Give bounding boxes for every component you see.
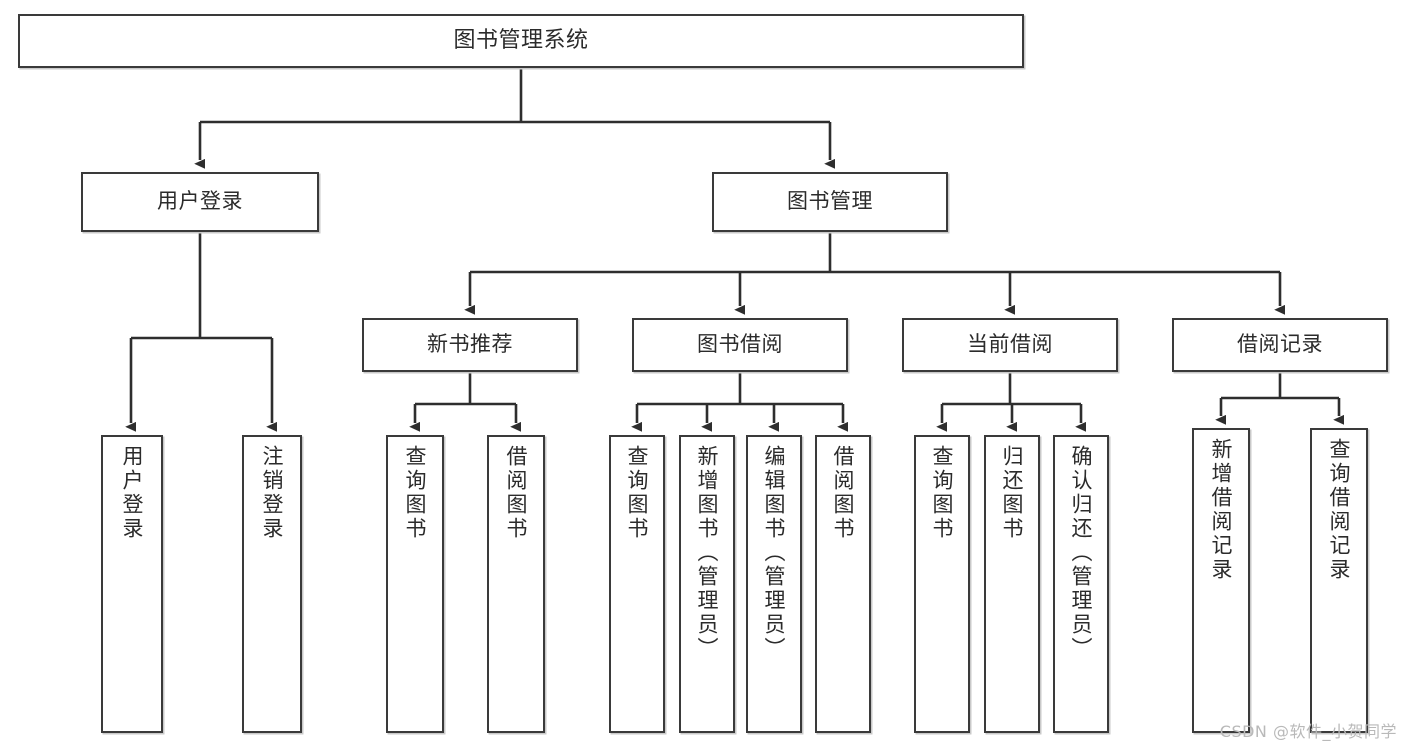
node-borrow-book-2[interactable]: 借阅图书 [815, 435, 871, 733]
node-query-book-2-label: 查询图书 [625, 445, 650, 541]
node-new-book-recommend[interactable]: 新书推荐 [362, 318, 578, 372]
node-current-borrow[interactable]: 当前借阅 [902, 318, 1118, 372]
node-user-logout-label: 注销登录 [260, 445, 285, 541]
node-root[interactable]: 图书管理系统 [18, 14, 1024, 68]
node-book-management-label: 图书管理 [787, 189, 873, 214]
node-confirm-return-admin[interactable]: 确认归还（管理员） [1053, 435, 1109, 733]
node-user-login-do-label: 用户登录 [120, 445, 145, 541]
node-query-borrow-record[interactable]: 查询借阅记录 [1310, 428, 1368, 733]
node-add-borrow-record[interactable]: 新增借阅记录 [1192, 428, 1250, 733]
node-borrow-book-1[interactable]: 借阅图书 [487, 435, 545, 733]
node-edit-book-admin-label: 编辑图书（管理员） [762, 445, 787, 661]
node-confirm-return-admin-label: 确认归还（管理员） [1069, 445, 1094, 661]
node-borrow-records-label: 借阅记录 [1237, 332, 1323, 357]
node-return-book-label: 归还图书 [1000, 445, 1025, 541]
node-user-logout[interactable]: 注销登录 [242, 435, 302, 733]
node-query-book-3-label: 查询图书 [930, 445, 955, 541]
node-edit-book-admin[interactable]: 编辑图书（管理员） [746, 435, 802, 733]
node-user-login-do[interactable]: 用户登录 [101, 435, 163, 733]
node-add-borrow-record-label: 新增借阅记录 [1209, 438, 1234, 582]
node-add-book-admin-label: 新增图书（管理员） [695, 445, 720, 661]
node-query-borrow-record-label: 查询借阅记录 [1327, 438, 1352, 582]
node-root-label: 图书管理系统 [453, 27, 589, 53]
node-borrow-records[interactable]: 借阅记录 [1172, 318, 1388, 372]
node-user-login[interactable]: 用户登录 [81, 172, 319, 232]
node-borrow-book-1-label: 借阅图书 [504, 445, 529, 541]
node-query-book-3[interactable]: 查询图书 [914, 435, 970, 733]
node-add-book-admin[interactable]: 新增图书（管理员） [679, 435, 735, 733]
node-book-borrow[interactable]: 图书借阅 [632, 318, 848, 372]
node-query-book-2[interactable]: 查询图书 [609, 435, 665, 733]
node-return-book[interactable]: 归还图书 [984, 435, 1040, 733]
node-new-book-recommend-label: 新书推荐 [427, 332, 513, 357]
node-user-login-label: 用户登录 [157, 189, 243, 214]
node-borrow-book-2-label: 借阅图书 [831, 445, 856, 541]
node-query-book-1-label: 查询图书 [403, 445, 428, 541]
csdn-watermark: CSDN @软件_小贺同学 [1219, 722, 1397, 741]
node-current-borrow-label: 当前借阅 [967, 332, 1053, 357]
node-book-management[interactable]: 图书管理 [712, 172, 948, 232]
node-book-borrow-label: 图书借阅 [697, 332, 783, 357]
node-query-book-1[interactable]: 查询图书 [386, 435, 444, 733]
